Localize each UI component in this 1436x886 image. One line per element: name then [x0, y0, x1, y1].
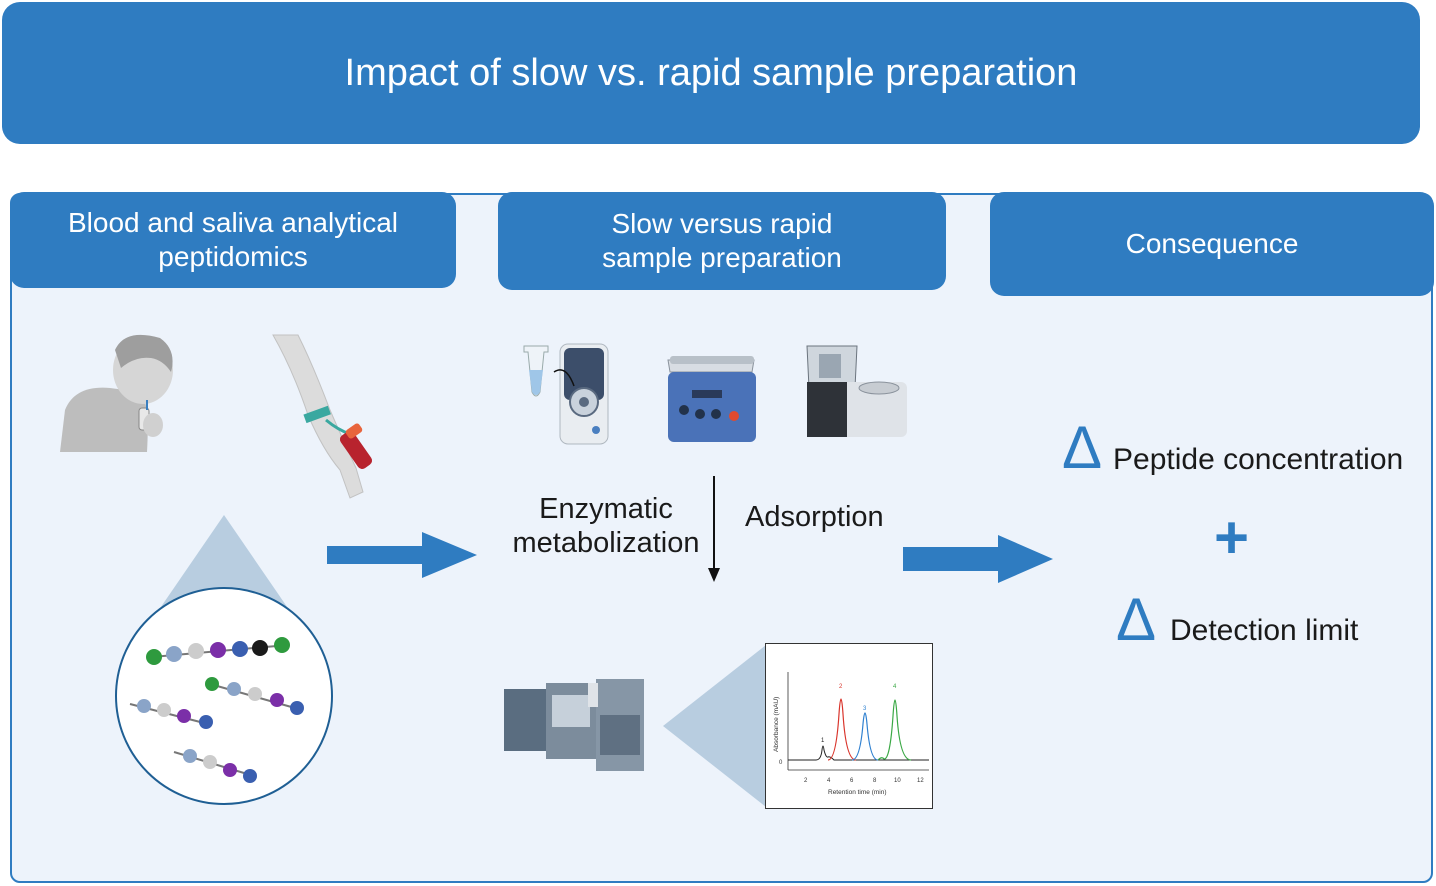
column-header-right-label: Consequence [1125, 228, 1299, 259]
peak-trace-3 [851, 712, 879, 761]
chromatogram-ylabel: Absorbance (mAU) [773, 697, 780, 752]
page-title: Impact of slow vs. rapid sample preparat… [344, 51, 1078, 94]
chromatogram-xtick: 2 [804, 778, 808, 784]
chromatogram-magnifier [663, 645, 766, 807]
peak-trace-2 [827, 698, 857, 761]
peak-trace-4 [877, 699, 912, 761]
title-banner: Impact of slow vs. rapid sample preparat… [2, 2, 1420, 144]
peak-label-3: 3 [863, 706, 867, 712]
chromatogram-xlabel: Retention time (min) [828, 789, 887, 796]
peak-label-1: 1 [821, 738, 825, 744]
adsorption-label: Adsorption [745, 501, 884, 533]
chromatogram-xtick: 6 [850, 778, 854, 784]
peptide-chain-3 [129, 699, 213, 729]
chromatogram-yzero: 0 [779, 760, 783, 766]
chromatogram-xtick: 12 [917, 778, 924, 784]
peak-label-4: 4 [893, 684, 897, 690]
column-header-right: Consequence [990, 192, 1434, 296]
column-header-left: Blood and saliva analytical peptidomics [10, 192, 456, 288]
peptide-chain-1 [146, 637, 290, 665]
chromatogram-panel: 0 Absorbance (mAU) Retention time (min) … [765, 643, 933, 809]
flow-arrow-2 [903, 535, 1053, 583]
delta-symbol-1: Δ [1062, 414, 1103, 481]
plus-symbol: + [1214, 504, 1250, 571]
chromatogram-xtick: 4 [827, 778, 831, 784]
peptide-chain-2 [205, 677, 304, 715]
delta-symbol-2: Δ [1116, 586, 1157, 653]
peak-label-2: 2 [839, 684, 843, 690]
saliva-collection-icon [60, 334, 173, 452]
column-header-left-label: Blood and saliva analytical peptidomics [68, 207, 398, 272]
column-header-middle: Slow versus rapid sample preparation [498, 192, 946, 290]
peak-trace-1 [788, 745, 929, 761]
chromatogram-chart: 0 Absorbance (mAU) Retention time (min) … [773, 672, 929, 796]
chromatogram-xtick: 10 [894, 778, 901, 784]
detection-limit-label: Detection limit [1170, 614, 1359, 647]
peptide-concentration-label: Peptide concentration [1113, 443, 1404, 476]
column-header-middle-label: Slow versus rapid sample preparation [602, 208, 842, 273]
enzymatic-metabolization-label: Enzymatic metabolization [512, 493, 700, 559]
peptide-magnifier [115, 515, 333, 805]
lc-ms-instrument-icon [504, 679, 644, 771]
ultrasonic-bath-icon [667, 356, 756, 442]
peptide-chain-4 [173, 749, 257, 783]
blood-draw-icon [272, 334, 373, 499]
chromatogram-xtick: 8 [873, 778, 877, 784]
flow-arrow-1 [327, 532, 477, 578]
concentrator-icon [806, 345, 907, 437]
down-arrow [708, 476, 720, 582]
centrifuge-icon [523, 343, 609, 445]
